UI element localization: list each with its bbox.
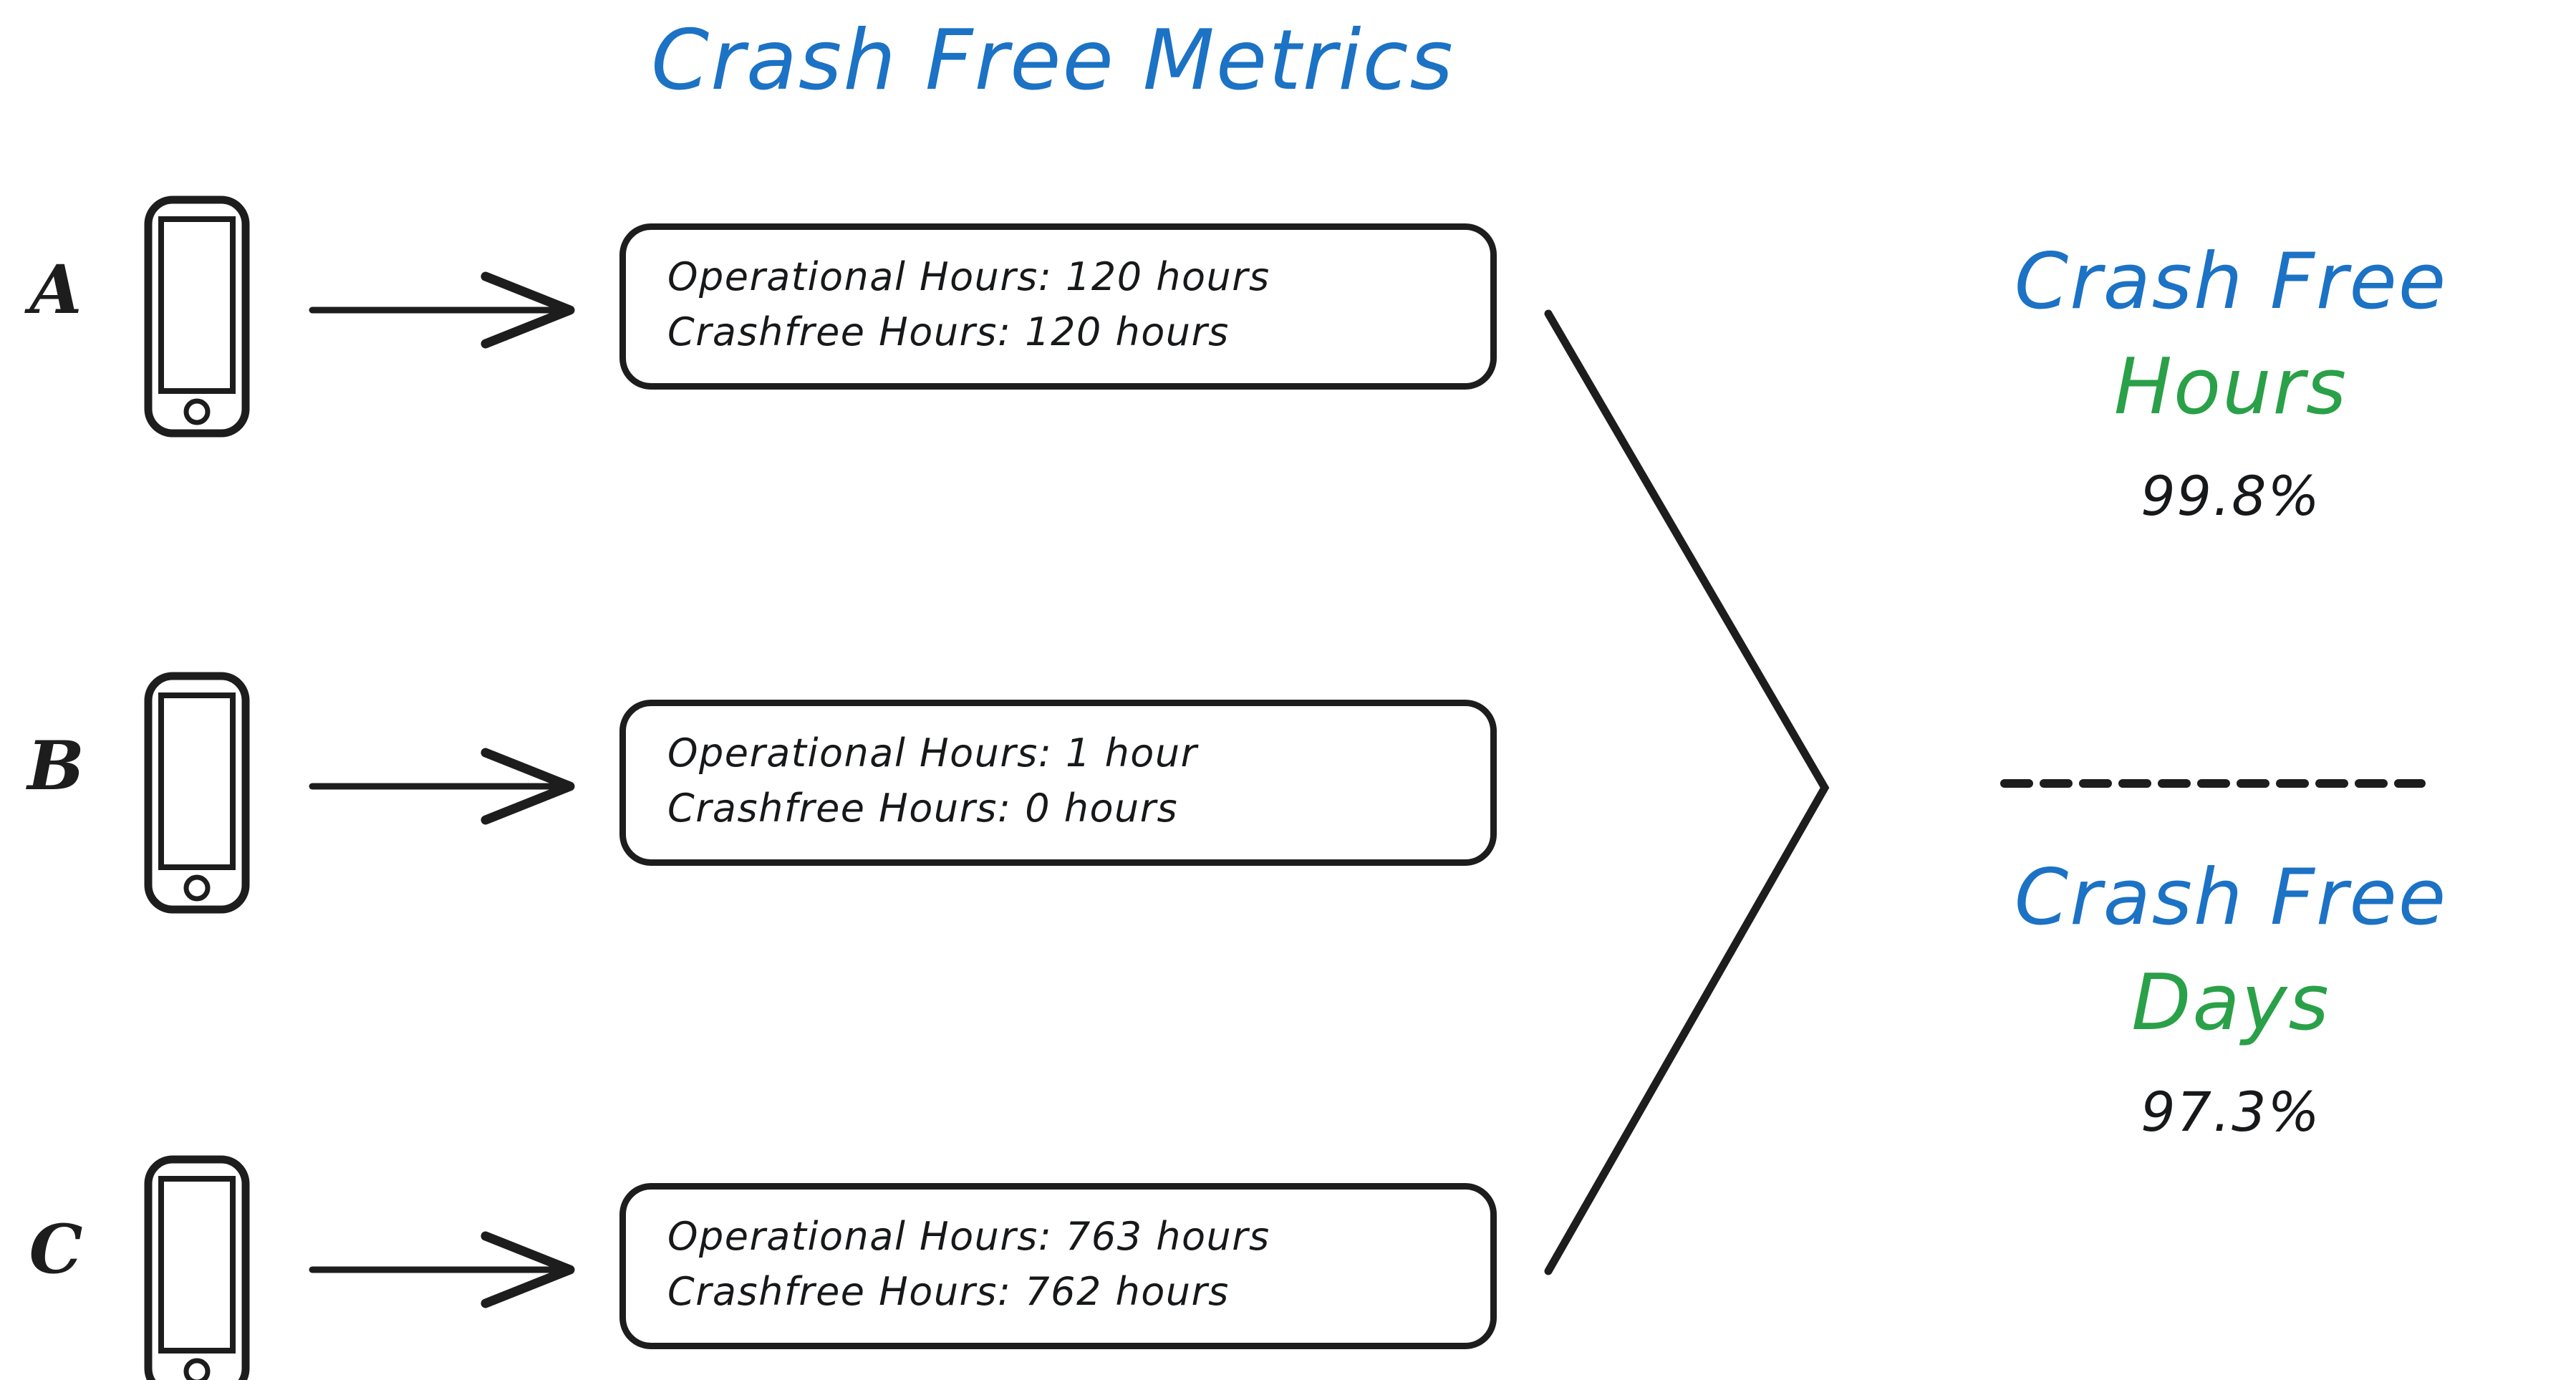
crash-free-days-title: Crash Free bbox=[2014, 853, 2448, 942]
device-row-a: A Operational Hours: 120 hours Crashfree… bbox=[0, 179, 1576, 438]
crashfree-hours-c: Crashfree Hours: 762 hours bbox=[667, 1268, 1230, 1314]
metric-box-b: Operational Hours: 1 hour Crashfree Hour… bbox=[619, 700, 1497, 866]
crash-free-hours-unit: Hours bbox=[2113, 342, 2348, 433]
summary-panel: Crash Free Hours 99.8% Crash Free Days 9… bbox=[1891, 236, 2571, 1375]
crash-free-hours-value: 99.8% bbox=[2141, 463, 2321, 528]
mobile-phone-icon bbox=[143, 1154, 251, 1380]
page-title: Crash Free Metrics bbox=[651, 12, 1455, 109]
operational-hours-a: Operational Hours: 120 hours bbox=[667, 254, 1270, 299]
metric-box-c: Operational Hours: 763 hours Crashfree H… bbox=[619, 1183, 1497, 1349]
device-row-c: C Operational Hours: 763 hours Crashfree… bbox=[0, 1139, 1576, 1380]
crashfree-hours-b: Crashfree Hours: 0 hours bbox=[667, 785, 1179, 831]
crashfree-hours-a: Crashfree Hours: 120 hours bbox=[667, 309, 1230, 354]
summary-crash-free-days: Crash Free Days 97.3% bbox=[1891, 852, 2571, 1142]
operational-hours-b: Operational Hours: 1 hour bbox=[667, 730, 1198, 776]
crash-free-hours-title: Crash Free bbox=[2014, 237, 2448, 327]
mobile-phone-icon bbox=[143, 671, 251, 915]
device-label-a: A bbox=[29, 251, 82, 329]
summary-crash-free-hours: Crash Free Hours 99.8% bbox=[1891, 236, 2571, 526]
mobile-phone-icon bbox=[143, 195, 251, 438]
arrow-right-icon bbox=[308, 740, 580, 833]
converge-chevron-icon bbox=[1525, 286, 1855, 1303]
device-label-c: C bbox=[29, 1210, 83, 1289]
dashed-divider-icon bbox=[1998, 777, 2428, 790]
arrow-right-icon bbox=[308, 1223, 580, 1316]
operational-hours-c: Operational Hours: 763 hours bbox=[667, 1214, 1270, 1259]
device-label-b: B bbox=[27, 727, 85, 806]
crash-free-days-unit: Days bbox=[2131, 958, 2330, 1048]
crash-free-days-value: 97.3% bbox=[2141, 1079, 2321, 1144]
arrow-right-icon bbox=[308, 264, 580, 357]
metric-box-a: Operational Hours: 120 hours Crashfree H… bbox=[619, 223, 1497, 390]
device-row-b: B Operational Hours: 1 hour Crashfree Ho… bbox=[0, 655, 1576, 915]
